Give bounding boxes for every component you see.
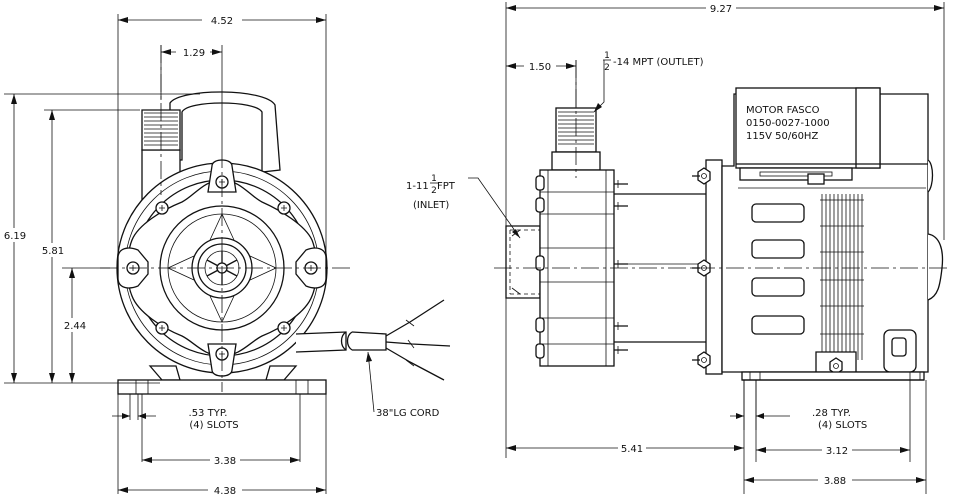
front-dim-center-height: 2.44 bbox=[64, 321, 86, 332]
side-dim-base-length: 3.88 bbox=[824, 476, 846, 487]
side-dim-to-base-slot: 5.41 bbox=[621, 444, 643, 455]
inlet-thread-post: FPT bbox=[437, 181, 456, 192]
motor-label-line1: MOTOR FASCO bbox=[746, 105, 820, 116]
inlet-fraction-den: 2 bbox=[431, 186, 437, 196]
front-dim-slot-mount: 3.38 bbox=[214, 456, 236, 467]
front-dim-outlet-offset: 1.29 bbox=[183, 48, 205, 59]
outlet-thread-text: -14 MPT (OUTLET) bbox=[613, 57, 704, 68]
side-motor-body bbox=[721, 87, 944, 381]
inlet-label: (INLET) bbox=[413, 200, 449, 211]
front-dim-overall-height: 6.19 bbox=[4, 231, 26, 242]
outlet-thread-note: 1 2 -14 MPT (OUTLET) bbox=[603, 51, 704, 73]
outlet-fraction-den: 2 bbox=[604, 63, 610, 73]
side-slots-note-1: .28 TYP. bbox=[812, 408, 851, 419]
motor-label-line3: 115V 50/60HZ bbox=[746, 131, 818, 142]
front-pump-body bbox=[116, 91, 347, 395]
front-slots-note-2: (4) SLOTS bbox=[189, 420, 238, 431]
side-dim-outlet-offset: 1.50 bbox=[529, 62, 551, 73]
inlet-thread-pre: 1-11 bbox=[406, 181, 429, 192]
side-dim-slot-mount: 3.12 bbox=[826, 446, 848, 457]
inlet-thread-note: 1-11 1 2 FPT (INLET) bbox=[406, 174, 456, 211]
cord-length-note: 38"LG CORD bbox=[376, 408, 440, 419]
front-dim-overall-width: 4.52 bbox=[211, 16, 233, 27]
inlet-fraction-num: 1 bbox=[431, 174, 437, 184]
side-dim-overall-length: 9.27 bbox=[710, 4, 732, 15]
power-cord bbox=[340, 299, 451, 381]
front-dim-outlet-height: 5.81 bbox=[42, 246, 64, 257]
front-slots-note-1: .53 TYP. bbox=[189, 408, 228, 419]
front-view: 4.52 1.29 6.19 5.81 2.44 .53 TYP. (4) SL… bbox=[2, 13, 451, 497]
side-view: 9.27 1.50 1 2 -14 MPT (OUTLET) 1-11 1 2 … bbox=[406, 1, 950, 494]
front-dim-base-width: 4.38 bbox=[214, 486, 236, 497]
motor-label-line2: 0150-0027-1000 bbox=[746, 118, 830, 129]
side-slots-note-2: (4) SLOTS bbox=[818, 420, 867, 431]
outlet-fraction-num: 1 bbox=[604, 51, 610, 61]
